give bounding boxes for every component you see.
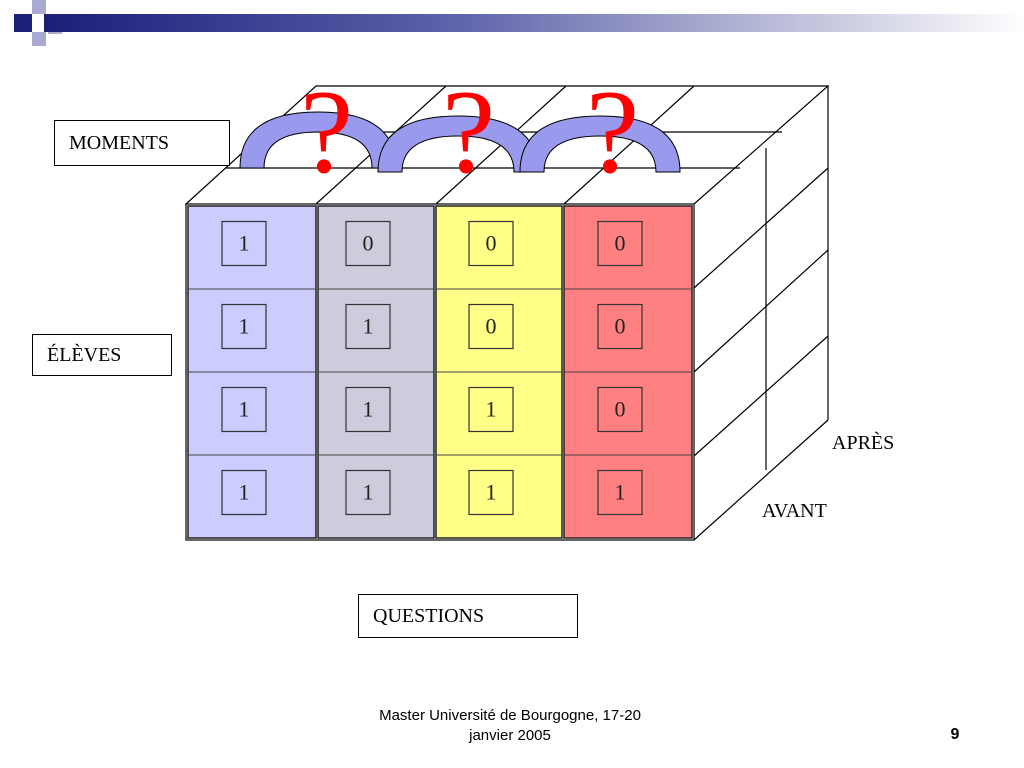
value-box [345, 469, 391, 516]
questions-label: QUESTIONS [358, 594, 578, 638]
moments-label: MOMENTS [54, 120, 230, 166]
eleves-label: ÉLÈVES [32, 334, 172, 376]
top-divider [563, 85, 695, 205]
value-text: 1 [363, 314, 374, 339]
value-text: 1 [486, 480, 497, 505]
footer-line-1: Master Université de Bourgogne, 17-20 [379, 707, 641, 724]
right-face-row [693, 167, 829, 289]
value-box [221, 469, 267, 516]
value-text: 0 [486, 314, 497, 339]
value-text: 1 [239, 397, 250, 422]
value-text: 1 [363, 480, 374, 505]
value-box [597, 386, 643, 433]
value-text: 1 [239, 480, 250, 505]
avant-label: AVANT [762, 500, 827, 522]
square-dark [14, 14, 32, 32]
value-text: 0 [363, 231, 374, 256]
value-box [468, 220, 514, 267]
front-columns: 1 1 1 1 0 1 1 1 0 0 1 1 0 0 0 1 [187, 205, 693, 539]
value-text: 1 [615, 480, 626, 505]
square-light [32, 32, 46, 46]
square-light [32, 0, 46, 14]
value-text: 1 [486, 397, 497, 422]
value-text: 0 [615, 231, 626, 256]
value-box [597, 303, 643, 350]
value-box [468, 386, 514, 433]
question-mark: ? [300, 65, 354, 198]
apres-label: APRÈS [832, 432, 895, 454]
value-text: 0 [486, 231, 497, 256]
value-box [468, 303, 514, 350]
value-box [345, 303, 391, 350]
value-box [221, 220, 267, 267]
value-box [345, 386, 391, 433]
value-box [221, 303, 267, 350]
value-box [345, 220, 391, 267]
value-box [597, 220, 643, 267]
moment-arches [239, 111, 681, 173]
value-text: 1 [239, 231, 250, 256]
right-face-row [693, 335, 829, 457]
value-text: 1 [239, 314, 250, 339]
right-face-edge [693, 419, 829, 541]
arch [519, 115, 681, 173]
value-box [221, 386, 267, 433]
value-box [468, 469, 514, 516]
footer-text: Master Université de Bourgogne, 17-20 ja… [340, 706, 680, 746]
right-face-row [693, 249, 829, 373]
value-text: 0 [615, 314, 626, 339]
question-mark: ? [586, 65, 640, 198]
value-text: 0 [615, 397, 626, 422]
footer-line-2: janvier 2005 [469, 727, 551, 744]
page-number: 9 [950, 726, 960, 743]
value-text: 1 [363, 397, 374, 422]
question-mark: ? [442, 65, 496, 198]
value-box [597, 469, 643, 516]
header-gradient-bar [44, 14, 1024, 32]
